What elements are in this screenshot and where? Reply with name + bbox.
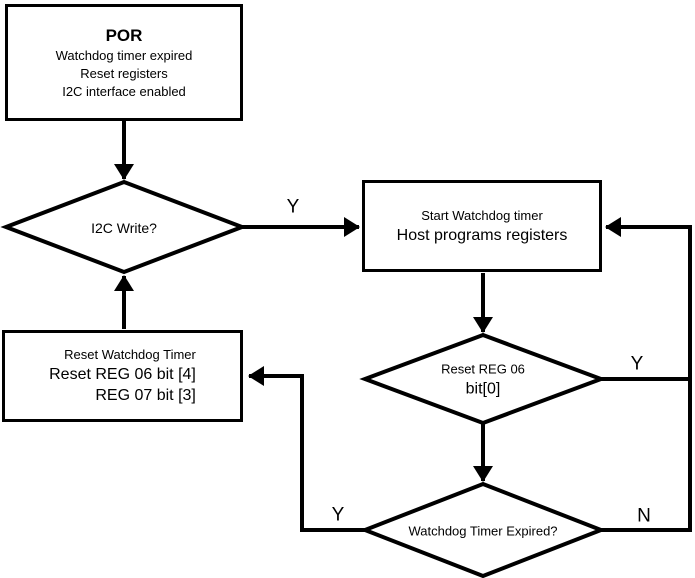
- por-line-3: I2C interface enabled: [62, 83, 186, 99]
- edge-label-watchdog-expired-no: N: [637, 505, 651, 527]
- por-title: POR: [105, 25, 143, 45]
- reset-reg06-label: Reset REG 06 bit[0]: [441, 361, 525, 400]
- start-watchdog-line-2: Host programs registers: [396, 226, 568, 244]
- edge-label-watchdog-expired-yes: Y: [331, 504, 345, 526]
- reset-watchdog-line-2: Reset REG 06 bit [4]: [49, 366, 196, 383]
- edge-watchdog-expired-no-loop: [601, 217, 692, 532]
- reset-reg06-line-2: bit[0]: [465, 380, 501, 398]
- decision-i2c-write: [0, 179, 248, 275]
- watchdog-expired-label: Watchdog Timer Expired?: [408, 523, 558, 539]
- por-line-2: Reset registers: [80, 65, 168, 81]
- node-reset-watchdog: Reset Watchdog Timer Reset REG 06 bit [4…: [2, 330, 243, 422]
- por-line-1: Watchdog timer expired: [55, 47, 193, 63]
- node-start-watchdog: Start Watchdog timer Host programs regis…: [362, 180, 602, 272]
- edge-label-reset-reg06-yes: Y: [630, 353, 644, 375]
- decision-watchdog-expired: [359, 481, 607, 578]
- edge-label-i2c-write-yes: Y: [286, 196, 300, 218]
- decision-reset-reg06: [359, 332, 607, 426]
- reset-watchdog-line-1: Reset Watchdog Timer: [64, 347, 196, 362]
- reset-reg06-line-1: Reset REG 06: [441, 361, 525, 377]
- start-watchdog-line-1: Start Watchdog timer: [421, 207, 543, 223]
- node-por: POR Watchdog timer expired Reset registe…: [5, 4, 243, 121]
- i2c-write-label: I2C Write?: [91, 220, 157, 236]
- reset-watchdog-line-3: REG 07 bit [3]: [95, 387, 196, 404]
- edge-watchdog-expired-yes-to-reset-watchdog: [248, 366, 365, 532]
